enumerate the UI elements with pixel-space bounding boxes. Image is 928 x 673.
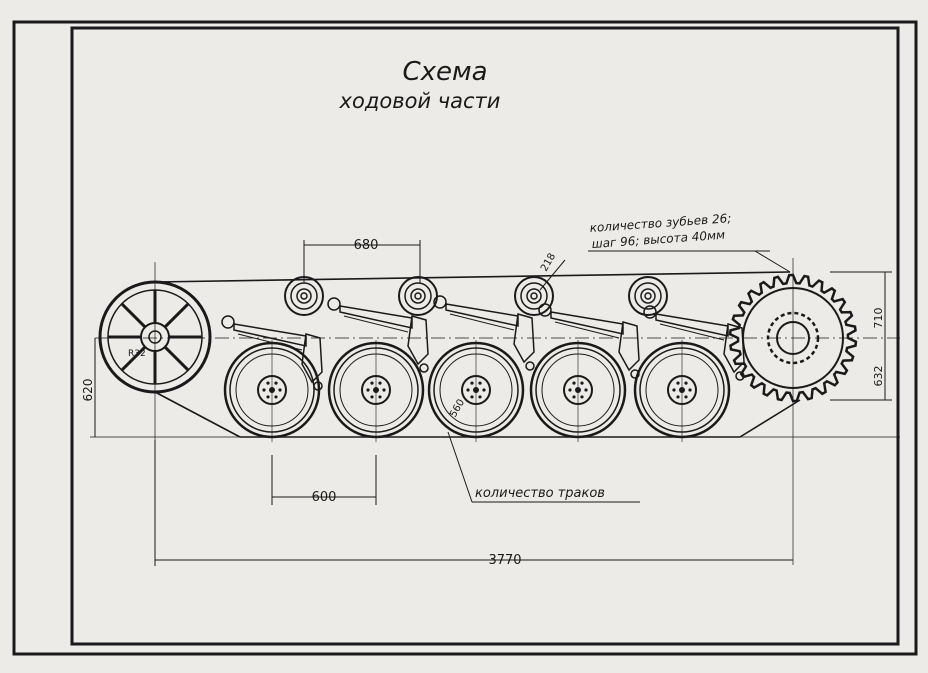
leaf-spring [643, 305, 745, 381]
road-wheel [427, 340, 525, 442]
track-links-note: количество траков [475, 486, 605, 501]
leaf-spring [433, 295, 535, 371]
return-roller [514, 276, 554, 316]
dim-680: 680 [354, 238, 379, 253]
dim-560: 560 [448, 397, 467, 419]
road-wheels [223, 340, 731, 442]
idler-wheel [98, 262, 212, 440]
dim-632: 632 [872, 366, 885, 387]
return-roller [398, 276, 438, 316]
road-wheel [223, 340, 321, 442]
return-roller [628, 276, 668, 316]
dim-710: 710 [872, 308, 885, 329]
dim-3770: 3770 [488, 553, 521, 568]
title-line-2: ходовой части [339, 89, 501, 113]
title-line-1: Схема [402, 57, 487, 87]
inner-frame [70, 26, 900, 646]
outer-frame [12, 20, 918, 656]
leaf-spring [538, 303, 640, 379]
return-rollers [284, 276, 668, 316]
road-wheel [633, 340, 731, 442]
road-wheel [327, 340, 425, 442]
dim-600: 600 [312, 490, 337, 505]
road-wheel [529, 340, 627, 442]
leaf-spring [327, 297, 429, 373]
track-outline [90, 271, 900, 438]
dim-r32: R32 [128, 349, 146, 359]
leaf-spring [221, 315, 323, 391]
dim-218: 218 [539, 251, 558, 273]
dim-620: 620 [81, 379, 95, 402]
drive-sprocket [728, 258, 858, 565]
dimension-lines [94, 240, 892, 566]
leaf-springs [221, 295, 745, 391]
